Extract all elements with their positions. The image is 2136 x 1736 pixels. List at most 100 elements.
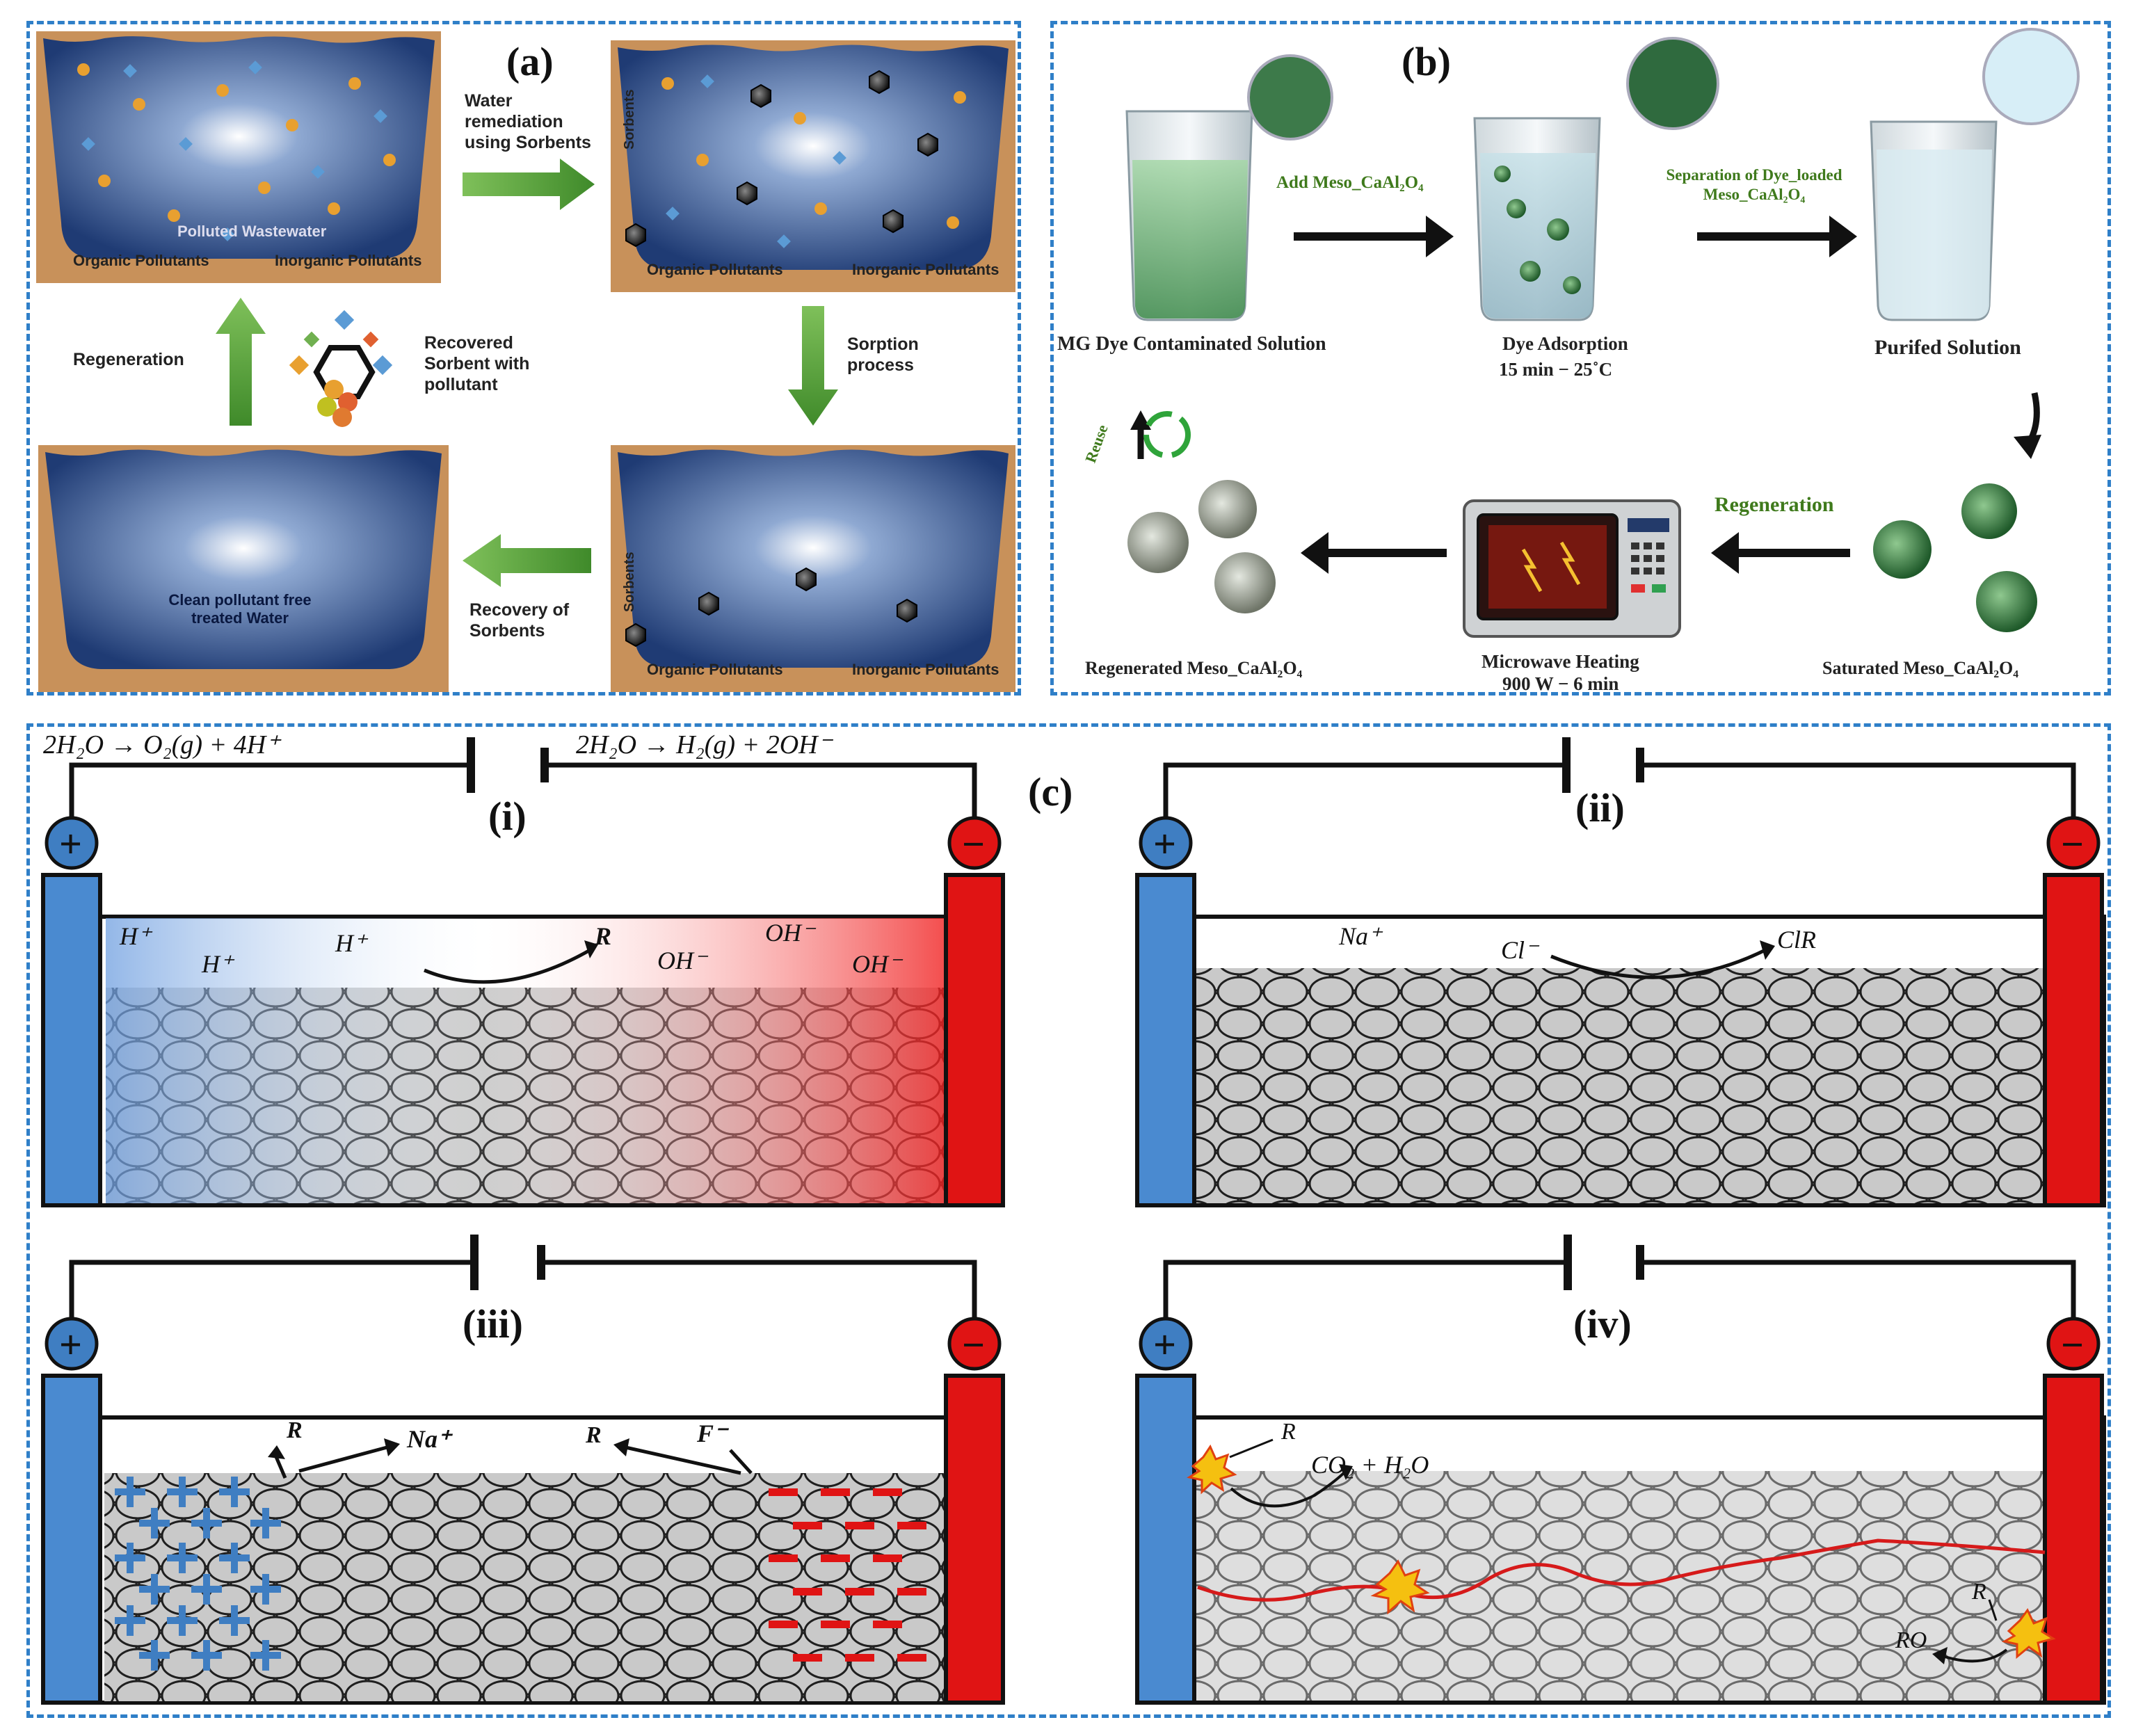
cathode-i — [944, 873, 1005, 1207]
beaker-dye-adsorption — [1473, 37, 1719, 321]
inorganic-pollutants-legend-3: Inorganic Pollutants — [852, 661, 999, 678]
minus-symbol-ii: − — [2061, 821, 2085, 867]
plus-symbol-iii: + — [59, 1322, 83, 1367]
panel-c-label: (c) — [1028, 769, 1073, 814]
inorganic-pollutants-legend-2: Inorganic Pollutants — [852, 261, 999, 278]
species-ii-3: ClR — [1777, 926, 1817, 954]
recovered-sorbent-icon — [289, 310, 393, 427]
cell-iv-label: (iv) — [1573, 1301, 1632, 1347]
reuse-icon — [1130, 410, 1191, 459]
plus-symbol-iv: + — [1153, 1322, 1177, 1367]
spark-icon-3 — [2001, 1608, 2056, 1659]
basin-clean — [38, 445, 449, 692]
basin-with-sorbents — [611, 40, 1015, 292]
beaker-dye-contaminated — [1125, 54, 1333, 321]
microwave-icon — [1463, 499, 1681, 638]
arrow-b4 — [1711, 532, 1739, 574]
anode-ii — [1135, 873, 1196, 1207]
dye-adsorption-label: Dye Adsorption — [1502, 333, 1628, 354]
species-ii-2: Cl⁻ — [1501, 936, 1539, 964]
species-iv-3: R — [1972, 1579, 1986, 1605]
organic-pollutants-legend-3: Organic Pollutants — [647, 661, 783, 678]
panel-c — [26, 723, 2111, 1718]
recovered-sorbent-label: Recovered Sorbent with pollutant — [424, 333, 530, 394]
species-iv-4: RO — [1895, 1628, 1927, 1653]
add-meso-label: Add Meso_CaAl₂O₄ — [1276, 173, 1424, 192]
cathode-terminal-iii — [947, 1317, 1002, 1371]
species-iii-4: F⁻ — [697, 1420, 728, 1447]
anode-terminal-ii — [1139, 816, 1193, 870]
minus-symbol-iii: − — [962, 1322, 986, 1367]
arrow-regeneration — [216, 298, 266, 426]
species-iii-1: R — [287, 1417, 303, 1443]
species-i-3: H⁺ — [335, 929, 367, 957]
arrow-recovery — [463, 534, 591, 587]
sorption-process-step: Sorption process — [847, 335, 919, 375]
cell-i-label: (i) — [488, 794, 527, 839]
species-i-5: OH⁻ — [657, 947, 707, 974]
organic-pollutants-legend-2: Organic Pollutants — [647, 261, 783, 278]
species-iii-3: R — [586, 1422, 602, 1448]
anode-iii — [41, 1374, 102, 1705]
panel-b — [1050, 21, 2111, 696]
species-i-6: OH⁻ — [765, 919, 814, 947]
cathode-terminal-iv — [2046, 1317, 2101, 1371]
spark-icon-2 — [1370, 1559, 1430, 1615]
species-i-1: H⁺ — [120, 922, 151, 950]
panel-a-label: (a) — [506, 39, 554, 84]
adsorption-conditions-label: 15 min − 25˚C — [1499, 359, 1613, 380]
current-path — [1197, 1538, 2046, 1602]
recovery-of-sorbents-step: Recovery of Sorbents — [469, 600, 570, 641]
cathode-iii — [944, 1374, 1005, 1705]
anode-i — [41, 873, 102, 1207]
basin-sorption — [611, 445, 1015, 692]
cell-ii — [1135, 737, 2106, 1207]
species-iv-2: CO₂ + H₂O — [1311, 1451, 1429, 1479]
regenerated-sorbent-label: Regenerated Meso_CaAl₂O₄ — [1085, 658, 1303, 678]
arrow-b2 — [1829, 216, 1857, 257]
cell-ii-label: (ii) — [1575, 785, 1625, 830]
anode-terminal-iv — [1139, 1317, 1193, 1371]
purified-solution-label: Purifed Solution — [1874, 336, 2021, 359]
inorganic-pollutants-legend-1: Inorganic Pollutants — [275, 252, 422, 269]
panel-b-label: (b) — [1402, 39, 1451, 84]
arrow-sorption — [788, 306, 838, 426]
polluted-wastewater-label: Polluted Wastewater — [177, 223, 327, 240]
cell-iv — [1135, 1235, 2106, 1705]
saturated-sorbent-icon — [1873, 483, 2037, 632]
species-i-4: R — [595, 922, 612, 950]
cathode-terminal-i — [947, 816, 1002, 870]
separation-label: Separation of Dye_loaded Meso_CaAl₂O₄ — [1666, 166, 1842, 203]
anode-terminal-iii — [45, 1317, 99, 1371]
cathode-ii — [2043, 873, 2104, 1207]
species-iii-2: Na⁺ — [407, 1425, 451, 1453]
cathode-reaction: 2H₂O → H₂(g) + 2OH⁻ — [576, 730, 832, 760]
regeneration-label-b: Regeneration — [1715, 493, 1834, 516]
spark-icon-1 — [1187, 1444, 1237, 1495]
cathode-terminal-ii — [2046, 816, 2101, 870]
anode-iv — [1135, 1374, 1196, 1705]
negative-charges — [769, 1488, 926, 1662]
arrow-b5 — [1301, 532, 1328, 574]
basin-polluted — [36, 31, 441, 283]
saturated-sorbent-label: Saturated Meso_CaAl₂O₄ — [1822, 658, 2019, 678]
arrow-b1 — [1426, 216, 1454, 257]
anode-reaction: 2H₂O → O₂(g) + 4H⁺ — [43, 730, 280, 760]
positive-charges — [115, 1477, 281, 1671]
anode-terminal-i — [45, 816, 99, 870]
microwave-heating-label: Microwave Heating — [1481, 651, 1639, 672]
organic-pollutants-legend-1: Organic Pollutants — [73, 252, 209, 269]
cell-iii-label: (iii) — [463, 1301, 523, 1347]
cathode-iv — [2043, 1374, 2104, 1705]
microwave-conditions-label: 900 W − 6 min — [1502, 673, 1619, 694]
regeneration-label-a: Regeneration — [73, 350, 184, 369]
mg-dye-label: MG Dye Contaminated Solution — [1057, 333, 1326, 355]
regenerated-sorbent-icon — [1127, 480, 1276, 613]
water-remediation-step: Water remediation using Sorbents — [465, 91, 591, 152]
minus-symbol-iv: − — [2061, 1322, 2085, 1367]
cell-iii — [41, 1235, 1005, 1705]
clean-water-label: Clean pollutant free treated Water — [168, 591, 312, 627]
